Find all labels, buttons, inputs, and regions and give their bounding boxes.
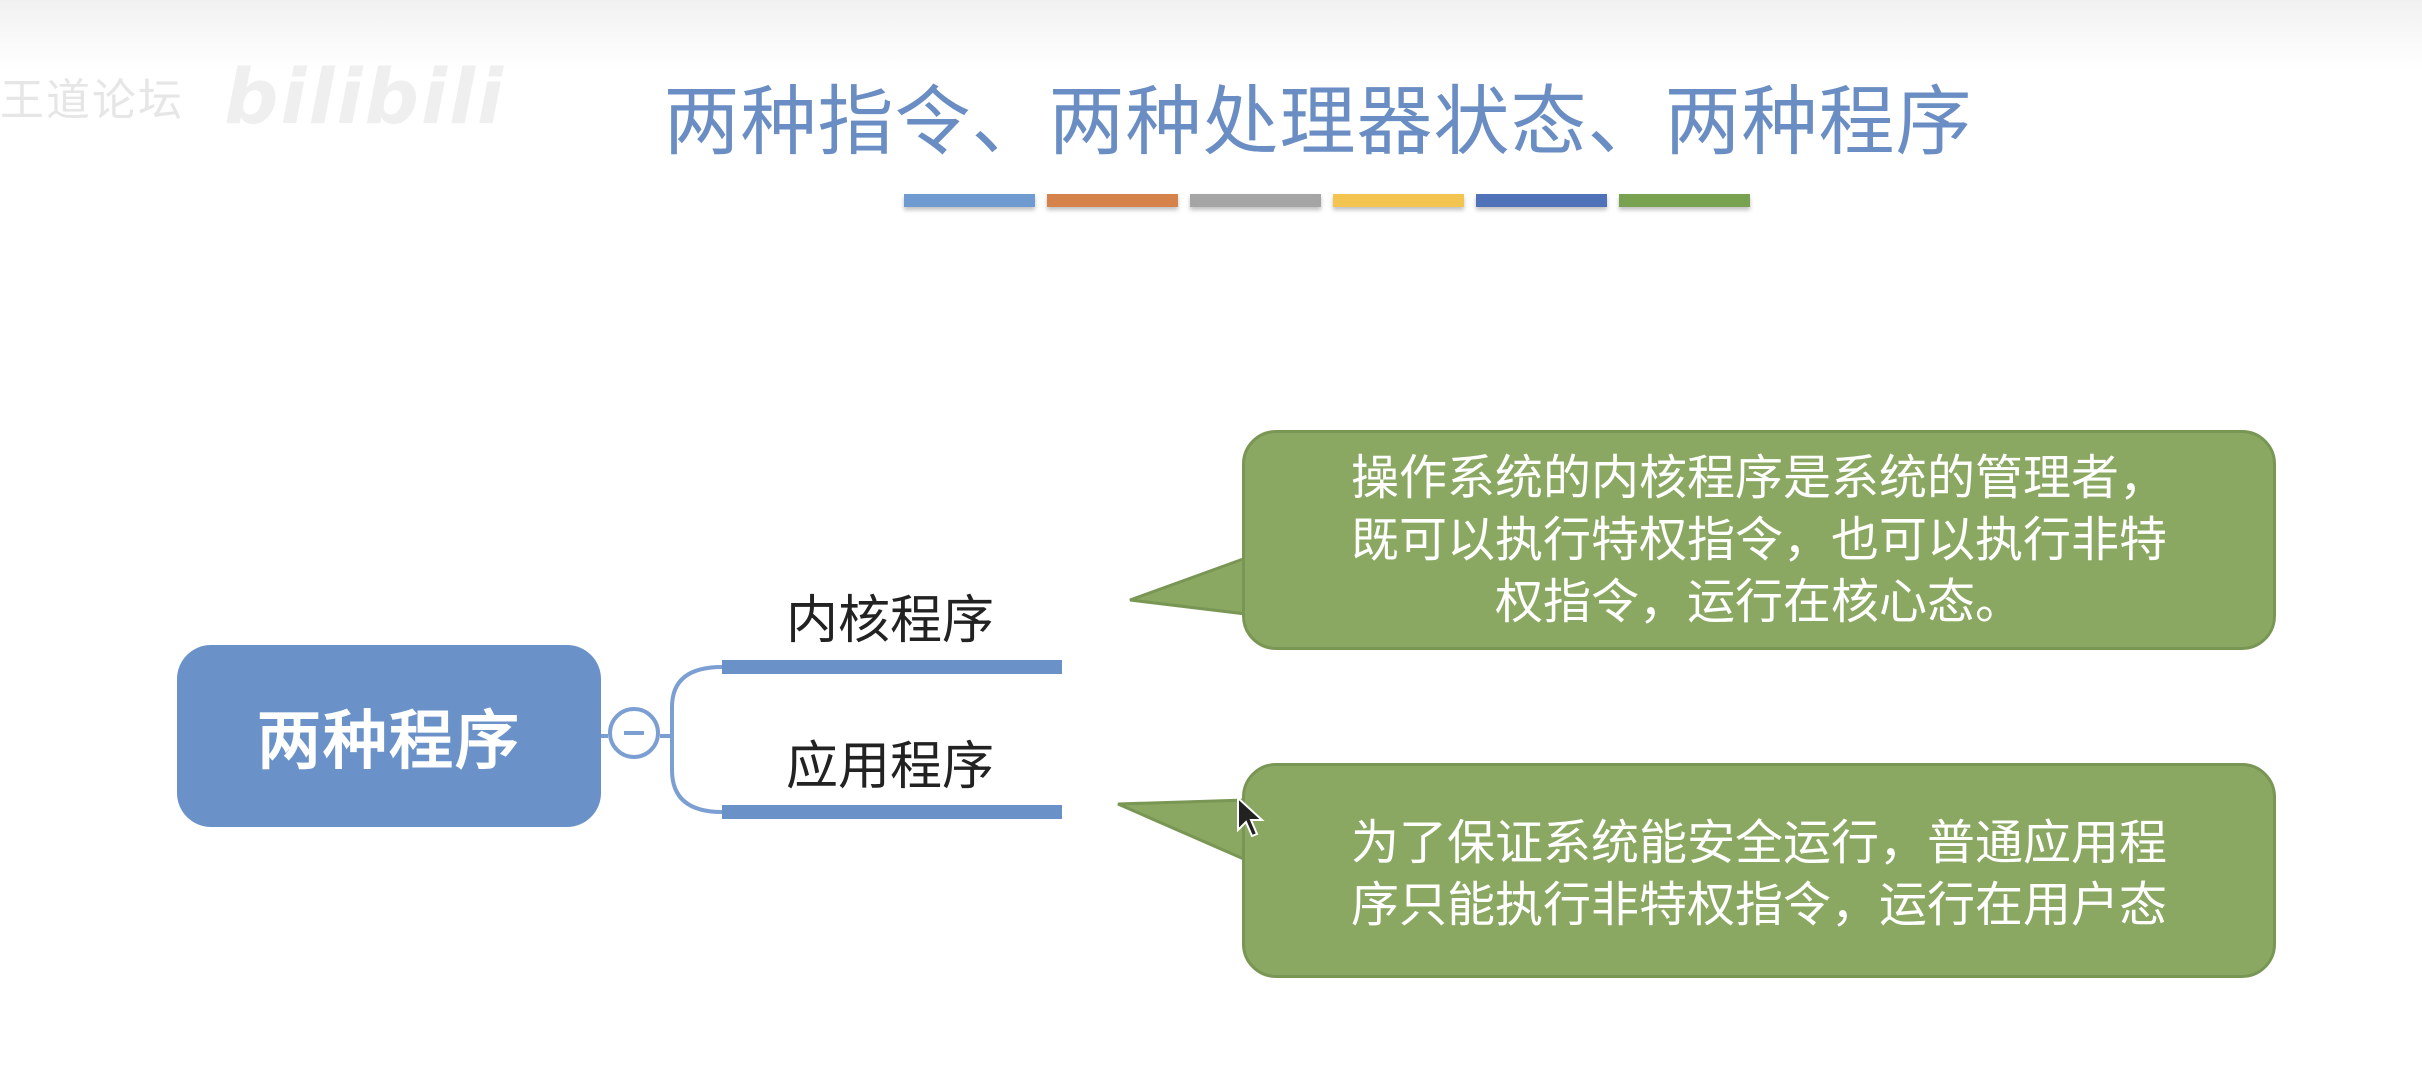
title-bar-1 — [904, 194, 1035, 207]
title-underline-bars — [904, 194, 1750, 207]
root-node[interactable]: 两种程序 — [177, 645, 601, 827]
branch-underline-kernel — [722, 660, 1062, 674]
watermark-site-text: 王道论坛 — [0, 75, 184, 126]
slide-title: 两种指令、两种处理器状态、两种程序 — [663, 77, 1973, 166]
branch-label-application[interactable]: 应用程序 — [786, 737, 995, 797]
callout-application-line-2: 序只能执行非特权指令，运行在用户态 — [1350, 877, 2167, 933]
title-bar-3 — [1190, 194, 1321, 207]
callout-kernel-line-3: 权指令，运行在核心态。 — [1494, 574, 2023, 630]
title-bar-2 — [1047, 194, 1178, 207]
branch-underline-application — [722, 805, 1062, 819]
title-bar-4 — [1333, 194, 1464, 207]
bilibili-logo: bilibili — [224, 52, 506, 141]
callout-application: 为了保证系统能安全运行，普通应用程 序只能执行非特权指令，运行在用户态 — [1242, 763, 2276, 978]
mouse-cursor-icon — [1237, 796, 1265, 838]
callout-application-line-1: 为了保证系统能安全运行，普通应用程 — [1350, 815, 2167, 871]
callout-kernel-line-2: 既可以执行特权指令，也可以执行非特 — [1350, 512, 2167, 568]
watermark: 王道论坛 bilibili — [0, 52, 505, 141]
callout-kernel-line-1: 操作系统的内核程序是系统的管理者， — [1350, 450, 2167, 506]
collapse-toggle-icon[interactable] — [608, 707, 660, 759]
title-bar-6 — [1619, 194, 1750, 207]
title-bar-5 — [1476, 194, 1607, 207]
callout-kernel: 操作系统的内核程序是系统的管理者， 既可以执行特权指令，也可以执行非特 权指令，… — [1242, 430, 2276, 650]
branch-label-kernel[interactable]: 内核程序 — [786, 591, 995, 651]
